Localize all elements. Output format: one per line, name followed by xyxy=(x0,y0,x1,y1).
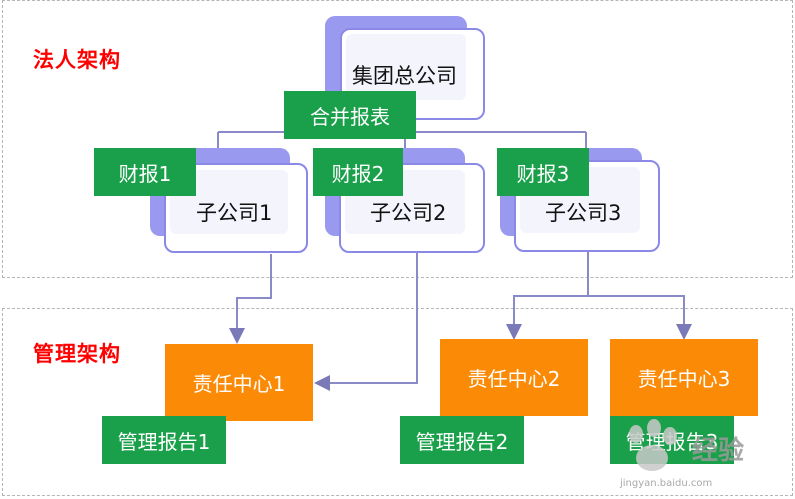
responsibility-center-box: 责任中心1 xyxy=(165,344,313,421)
responsibility-center-box: 责任中心2 xyxy=(440,339,588,416)
connector-sub1-to-center1 xyxy=(229,254,272,344)
paw-icon xyxy=(629,419,677,471)
group-company-label: 集团总公司 xyxy=(352,64,457,88)
management-report-box: 管理报告2 xyxy=(400,416,524,464)
subsidiary-label: 子公司3 xyxy=(545,201,622,225)
responsibility-center-box: 责任中心3 xyxy=(610,339,758,416)
subsidiary-label: 子公司1 xyxy=(196,201,273,225)
card-inner xyxy=(346,34,466,100)
financial-report-box: 财报1 xyxy=(94,148,196,196)
connector-sub2-to-center1 xyxy=(314,245,418,391)
watermark-url: jingyan.baidu.com xyxy=(620,478,713,489)
financial-report-box: 财报3 xyxy=(497,148,589,196)
legal-structure-region xyxy=(2,0,793,278)
consolidated-report-box: 合并报表 xyxy=(284,91,416,139)
management-structure-title: 管理架构 xyxy=(33,342,121,366)
subsidiary-label: 子公司2 xyxy=(370,201,447,225)
watermark-text: 经验 xyxy=(692,436,745,466)
legal-structure-title: 法人架构 xyxy=(33,48,121,72)
management-report-box: 管理报告1 xyxy=(102,416,226,464)
connector-sub3-to-center2 xyxy=(506,250,589,340)
connector-sub3-to-center3 xyxy=(588,295,692,340)
baidu-jingyan-watermark: 经验 jingyan.baidu.com xyxy=(612,416,790,496)
financial-report-box: 财报2 xyxy=(313,148,403,196)
management-structure-region xyxy=(2,308,793,496)
